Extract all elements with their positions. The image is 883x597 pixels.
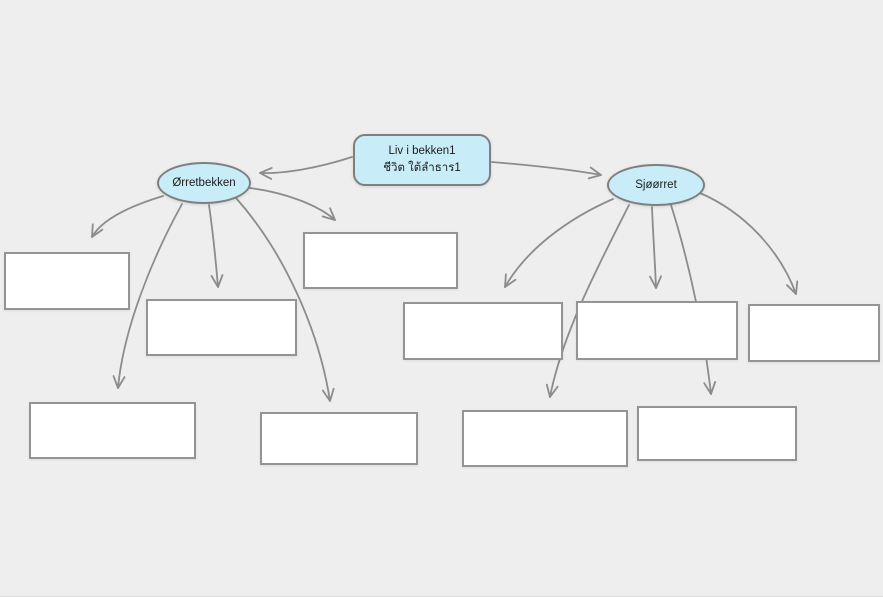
arrow-root-to-left-branch (259, 156, 353, 180)
empty-topic-box[interactable] (146, 299, 297, 356)
arrow-left-to-box-2 (208, 204, 224, 288)
empty-topic-box[interactable] (4, 252, 130, 310)
empty-topic-box[interactable] (29, 402, 196, 459)
arrow-left-to-box-3 (249, 187, 336, 221)
branch-node-orretbekken[interactable]: Ørretbekken (157, 162, 251, 204)
empty-topic-box[interactable] (303, 232, 458, 289)
arrow-right-to-box-6 (504, 198, 614, 288)
arrow-root-to-right-branch (491, 161, 602, 180)
branch-node-sjoorret[interactable]: Sjøørret (607, 164, 705, 206)
arrow-left-to-box-4 (112, 203, 183, 389)
empty-topic-box[interactable] (462, 410, 628, 467)
branch-node-left-label: Ørretbekken (172, 177, 236, 189)
root-node[interactable]: Liv i bekken1 ชีวิต ใต้ลำธาร1 (353, 134, 491, 186)
root-node-label-line1: Liv i bekken1 (388, 144, 456, 157)
empty-topic-box[interactable] (637, 406, 797, 461)
empty-topic-box[interactable] (748, 304, 880, 362)
arrow-right-to-box-7 (649, 206, 662, 289)
branch-node-right-label: Sjøørret (635, 179, 677, 191)
empty-topic-box[interactable] (403, 302, 563, 360)
empty-topic-box[interactable] (576, 301, 738, 360)
arrow-left-to-box-1 (91, 195, 164, 238)
arrow-left-to-box-5 (235, 197, 335, 402)
root-node-label-line2: ชีวิต ใต้ลำธาร1 (383, 162, 461, 174)
arrow-right-to-box-10 (670, 204, 717, 395)
arrow-right-to-box-8 (699, 192, 799, 295)
empty-topic-box[interactable] (260, 412, 418, 465)
